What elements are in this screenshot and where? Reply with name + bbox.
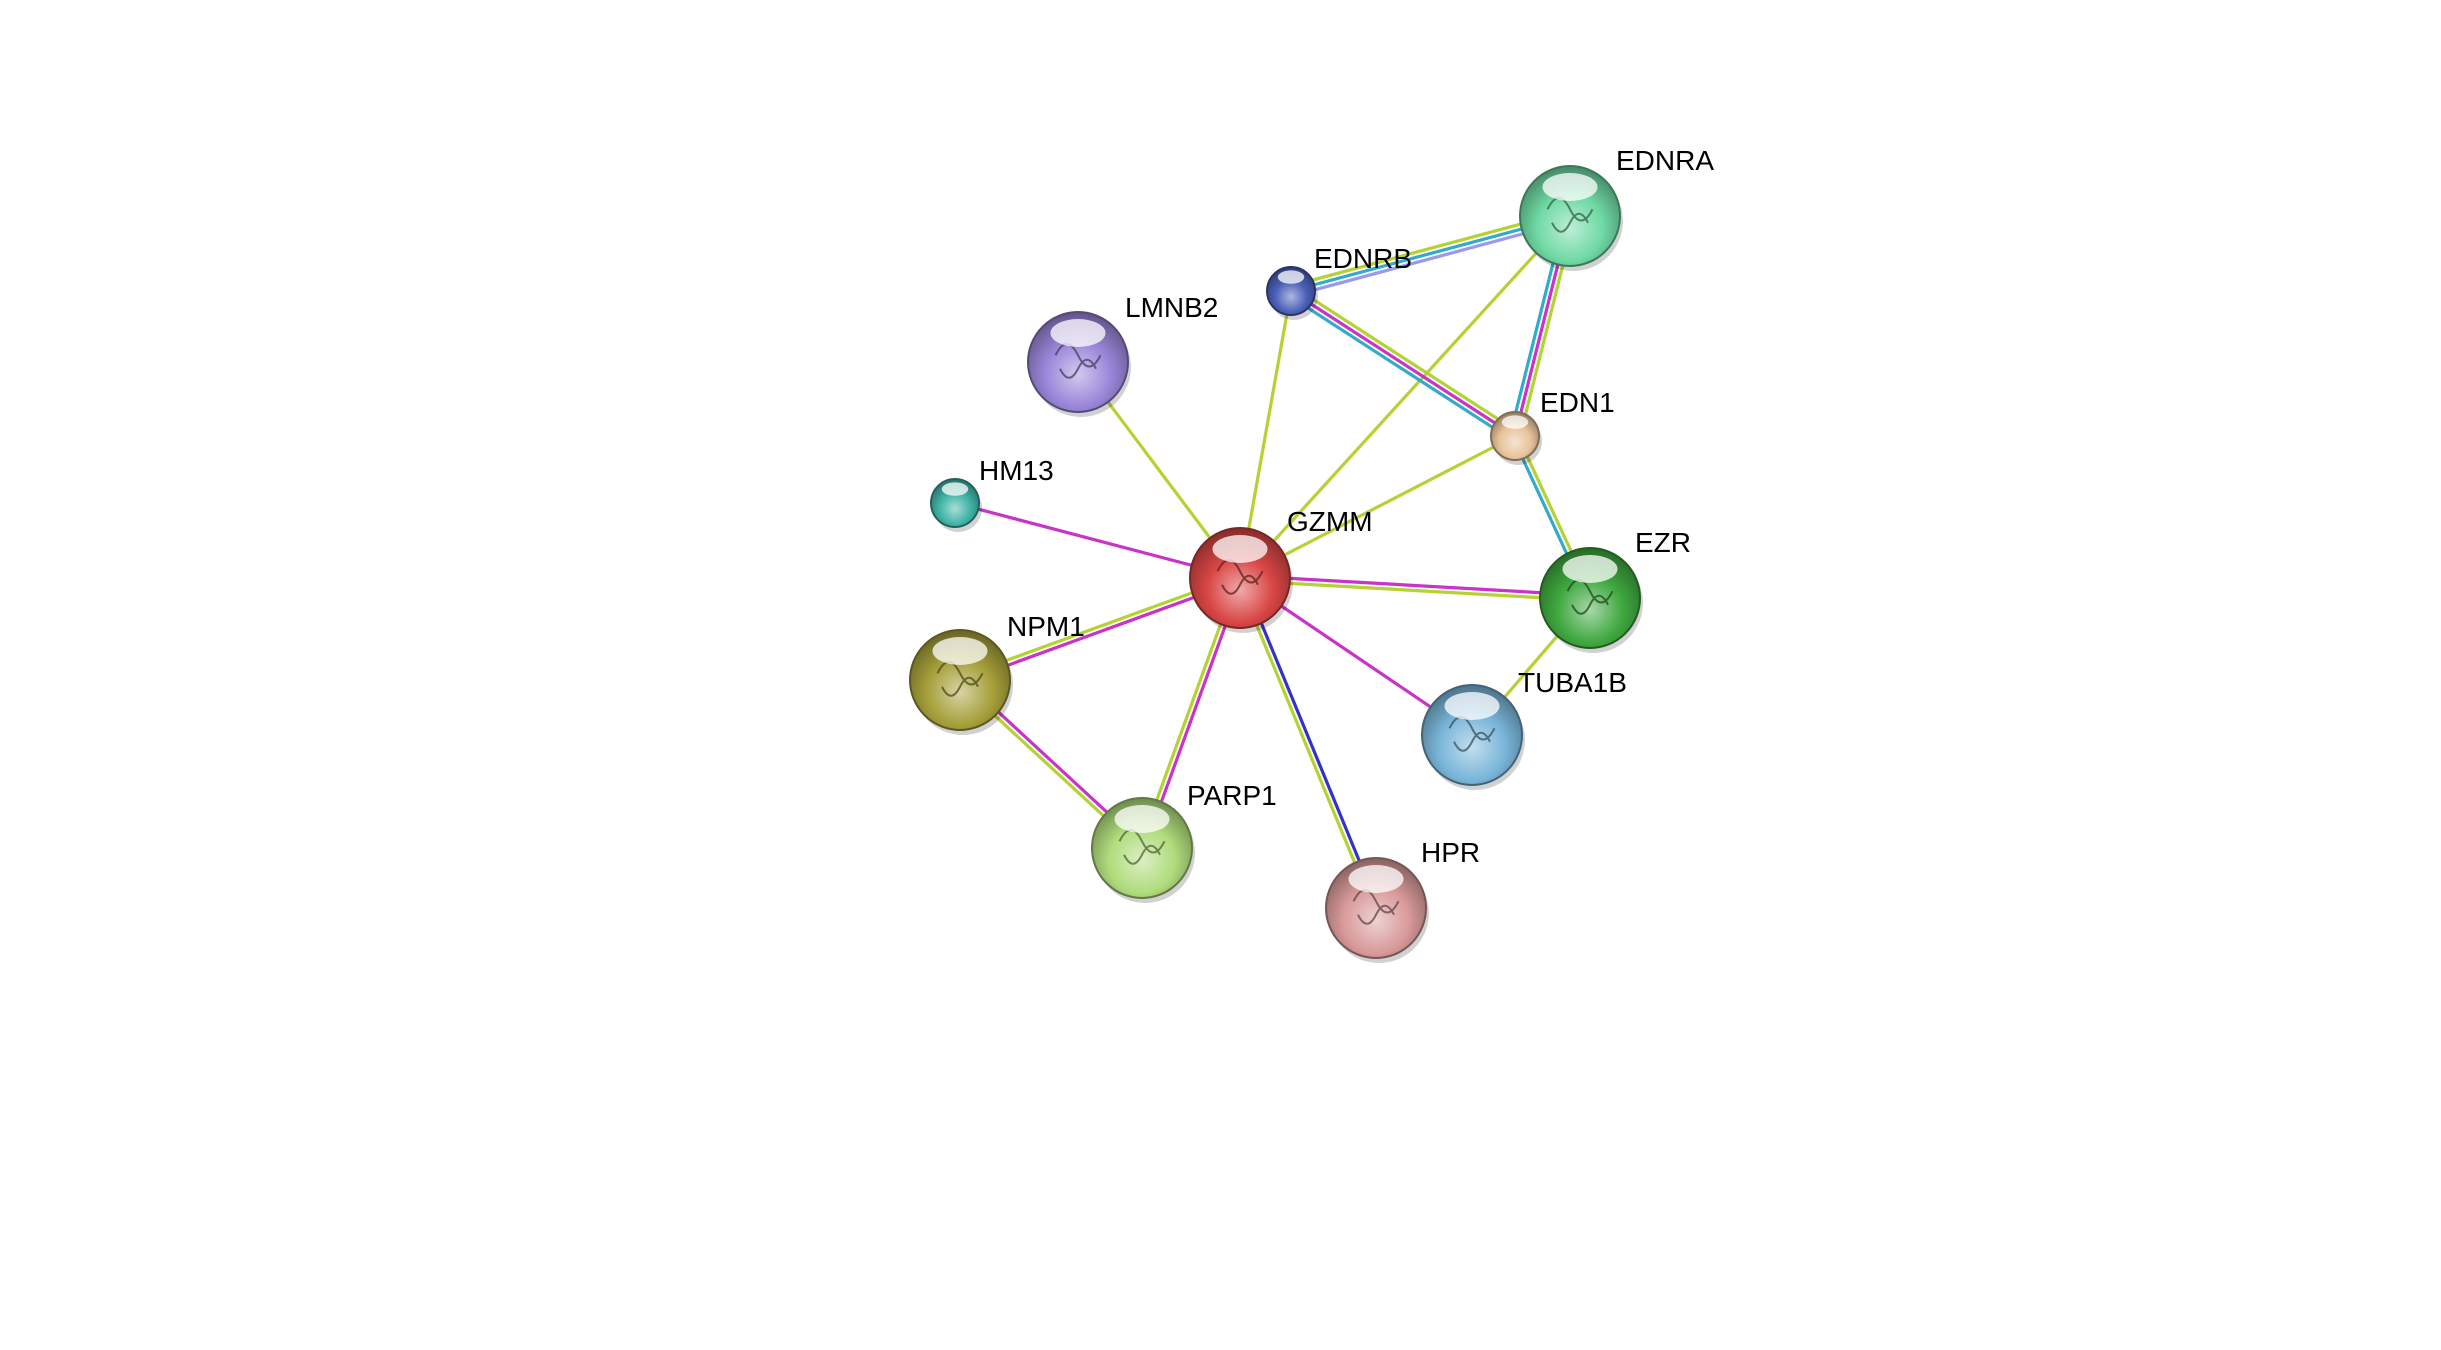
node-label-tuba1b: TUBA1B [1518, 667, 1627, 698]
node-label-edn1: EDN1 [1540, 387, 1615, 418]
protein-structure-icon [1566, 579, 1614, 615]
node-lmnb2[interactable]: LMNB2 [1027, 292, 1218, 417]
edge-gzmm-hpr [1236, 575, 1380, 911]
node-highlight [1444, 692, 1500, 720]
node-highlight [1277, 270, 1305, 284]
edge-evidence-line [1289, 289, 1517, 438]
node-label-hpr: HPR [1421, 837, 1480, 868]
node-highlight [1562, 555, 1618, 583]
protein-structure-icon [1118, 829, 1166, 865]
protein-structure-icon [1448, 716, 1496, 752]
node-ezr[interactable]: EZR [1539, 527, 1691, 653]
protein-structure-icon [1216, 559, 1264, 595]
edge-evidence-line [1292, 285, 1520, 434]
node-highlight [1542, 173, 1598, 201]
protein-structure-icon [1546, 197, 1594, 233]
node-highlight [1114, 805, 1170, 833]
protein-structure-icon [1352, 889, 1400, 925]
node-label-ednra: EDNRA [1616, 145, 1714, 176]
edge-evidence-line [1238, 578, 1592, 603]
node-edn1[interactable]: EDN1 [1490, 387, 1615, 465]
node-ednra[interactable]: EDNRA [1519, 145, 1714, 271]
node-label-hm13: HM13 [979, 455, 1054, 486]
node-gzmm[interactable]: GZMM [1189, 506, 1373, 633]
node-label-gzmm: GZMM [1287, 506, 1373, 537]
node-highlight [1212, 535, 1268, 563]
node-label-npm1: NPM1 [1007, 611, 1085, 642]
edge-gzmm-ezr [1238, 573, 1592, 603]
protein-structure-icon [936, 661, 984, 697]
node-parp1[interactable]: PARP1 [1091, 780, 1277, 903]
edge-evidence-line [1236, 577, 1376, 911]
edge-ednrb-edn1 [1286, 285, 1520, 442]
node-highlight [932, 637, 988, 665]
node-npm1[interactable]: NPM1 [909, 611, 1085, 735]
node-label-lmnb2: LMNB2 [1125, 292, 1218, 323]
edge-evidence-line [1238, 214, 1572, 580]
node-highlight [1348, 865, 1404, 893]
node-hpr[interactable]: HPR [1325, 837, 1480, 963]
protein-structure-icon [1054, 343, 1102, 379]
node-ednrb[interactable]: EDNRB [1266, 243, 1412, 320]
node-highlight [941, 482, 969, 496]
edge-evidence-line [1238, 573, 1592, 598]
node-tuba1b[interactable]: TUBA1B [1421, 667, 1627, 790]
node-highlight [1501, 415, 1529, 429]
edge-evidence-line [1286, 293, 1514, 442]
node-label-ednrb: EDNRB [1314, 243, 1412, 274]
node-hm13[interactable]: HM13 [930, 455, 1054, 532]
edge-evidence-line [1238, 434, 1517, 580]
edge-gzmm-ednra [1238, 214, 1572, 580]
edge-evidence-line [1240, 575, 1380, 909]
node-highlight [1050, 319, 1106, 347]
edge-gzmm-edn1 [1238, 434, 1517, 580]
node-label-ezr: EZR [1635, 527, 1691, 558]
node-label-parp1: PARP1 [1187, 780, 1277, 811]
